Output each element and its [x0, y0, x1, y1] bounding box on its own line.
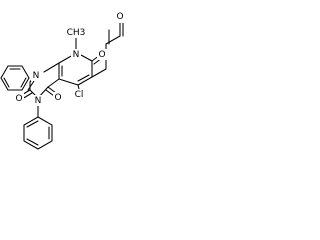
bond-c6-c5-double — [77, 74, 90, 82]
atom-aldehyde-o-label: O — [116, 12, 123, 22]
phenyl-bottom-inner-2 — [26, 138, 39, 146]
bond-cho-c-o-single — [105, 35, 121, 45]
atom-o4-label: O — [54, 93, 61, 103]
structure-diagram: CH3 N O O Cl N O N O — [0, 0, 130, 155]
atom-n3-label: N — [35, 96, 42, 106]
bond-c4a-c4 — [47, 78, 60, 88]
bond-lines — [0, 19, 124, 150]
methyl-label: CH3 — [67, 28, 86, 38]
atom-n8-label: N — [73, 50, 80, 60]
atom-n1-label: N — [33, 71, 40, 81]
atom-labels: CH3 N O O Cl N O N O — [14, 12, 125, 106]
phenyl-ring-bottom — [23, 116, 53, 150]
bond-c5-c4a — [58, 78, 79, 86]
atom-o7-label: O — [98, 50, 105, 60]
bond-c4-o4-double — [45, 89, 55, 97]
atom-o2-label: O — [15, 94, 22, 104]
bond-n1-c8a — [43, 62, 60, 73]
phenyl-bottom-inner-3 — [26, 120, 39, 128]
bond-n8-c7 — [80, 54, 93, 62]
phenyl-ring-top — [0, 65, 30, 91]
phenyl-top-inner-2 — [3, 77, 10, 88]
phenyl-top-inner-3 — [20, 77, 27, 88]
atom-cl-label: Cl — [75, 90, 84, 100]
molecule-drawing: CH3 N O O Cl N O N O — [0, 12, 125, 150]
bond-c6-cho — [91, 68, 107, 78]
bond-c8a-n8 — [58, 54, 74, 64]
bond-c6-c5 — [77, 76, 93, 86]
